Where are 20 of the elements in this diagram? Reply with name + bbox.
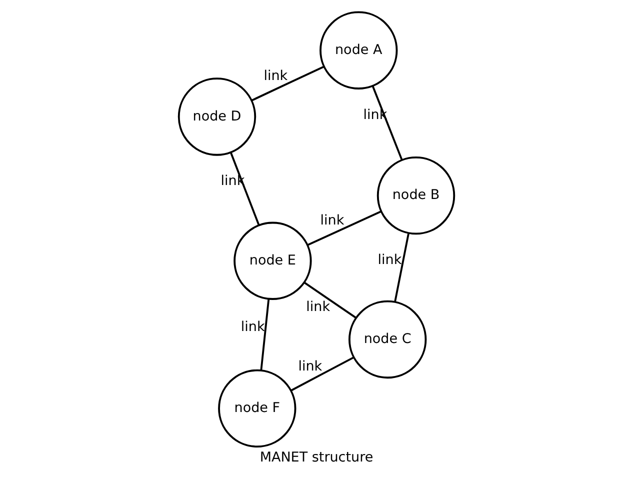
- edge-label: link: [377, 252, 402, 268]
- node-circle: node D: [177, 78, 256, 156]
- node-circle: node F: [218, 369, 296, 448]
- caption: MANET structure: [259, 449, 373, 466]
- edge-label: link: [298, 358, 322, 374]
- edge-label: link: [240, 318, 264, 335]
- node-circle: node E: [233, 222, 312, 300]
- connector: [394, 232, 410, 302]
- connector: [371, 86, 402, 160]
- connector: [250, 66, 324, 102]
- connector: [303, 282, 356, 319]
- edge-label: link: [320, 212, 344, 229]
- node-circle: node B: [376, 156, 455, 235]
- edge-label: link: [263, 68, 288, 84]
- node-circle: node A: [319, 11, 398, 90]
- edge-label: link: [306, 299, 330, 316]
- connector: [260, 298, 270, 370]
- connector: [290, 356, 354, 392]
- connector: [306, 210, 381, 246]
- node-circle: node C: [348, 300, 426, 379]
